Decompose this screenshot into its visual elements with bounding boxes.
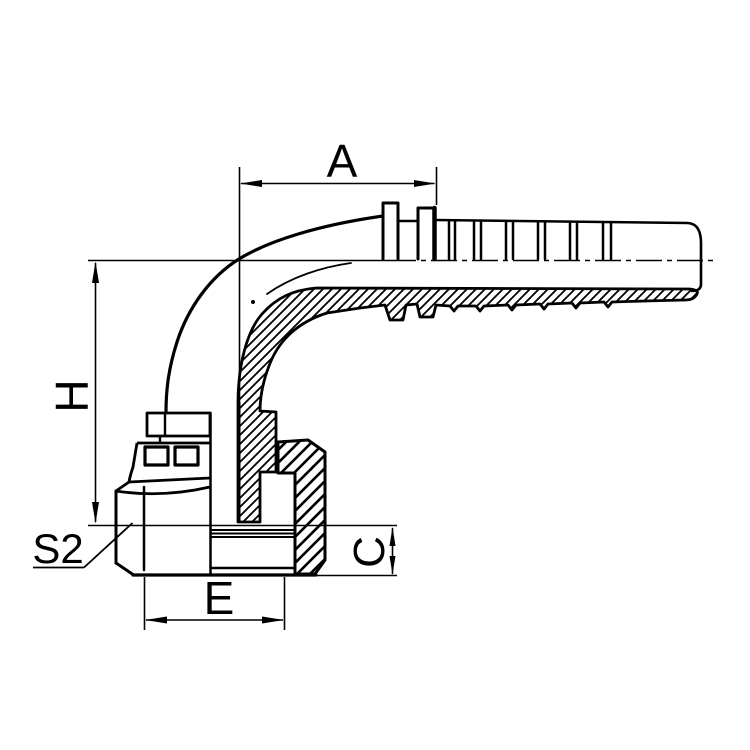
- tube-section-region: [236, 286, 699, 524]
- c-arrow-top: [389, 527, 396, 546]
- ferrule-stack: [127, 411, 212, 483]
- hex-top-edge: [127, 476, 212, 484]
- hex-top-chamfer: [114, 480, 131, 493]
- e-arrow-left: [145, 616, 167, 624]
- nut-section-block: [276, 438, 327, 576]
- dim-label-h: H: [46, 379, 98, 413]
- hex-shoulder-edge: [114, 485, 212, 496]
- dim-label-s2: S2: [32, 525, 84, 572]
- dim-label-e: E: [203, 572, 235, 624]
- e-arrow-right: [262, 616, 284, 624]
- elbow-outer-curve: [164, 214, 385, 414]
- dimension-e: [143, 577, 286, 630]
- nut-section: [211, 402, 327, 576]
- hex-nut: [114, 411, 318, 577]
- barb-grooves: [447, 219, 613, 261]
- inner-tube-section: [236, 286, 699, 524]
- h-arrow-bottom: [92, 502, 99, 524]
- dimension-a: [240, 167, 438, 205]
- dim-label-c: C: [345, 536, 394, 568]
- a-arrow-right: [414, 180, 436, 187]
- stray-dot: [251, 300, 255, 304]
- collar2-outline: [416, 206, 436, 261]
- hose-tail: [381, 201, 703, 293]
- collar-washer: [145, 411, 212, 438]
- dimension-c: [316, 527, 397, 577]
- tail-top-profile: [433, 218, 703, 293]
- a-arrow-left: [240, 180, 262, 187]
- elbow-inner-sketch-arc: [266, 262, 352, 295]
- ferrule-window-1: [143, 445, 170, 467]
- dim-label-a: A: [326, 135, 358, 187]
- dimension-h: [88, 261, 397, 527]
- ferrule-left-edge: [127, 442, 139, 483]
- centerlines: [88, 167, 714, 402]
- s2-leader-line: [83, 522, 134, 569]
- c-arrow-bottom: [389, 556, 396, 575]
- thread-bore-lines: [211, 529, 295, 570]
- collar1-outline: [381, 201, 400, 261]
- h-arrow-top: [92, 261, 99, 283]
- s2-leader: [33, 522, 134, 569]
- elbow-body: [164, 214, 385, 414]
- ferrule-window-2: [173, 445, 200, 467]
- hex-bottom-chamfer: [114, 561, 135, 576]
